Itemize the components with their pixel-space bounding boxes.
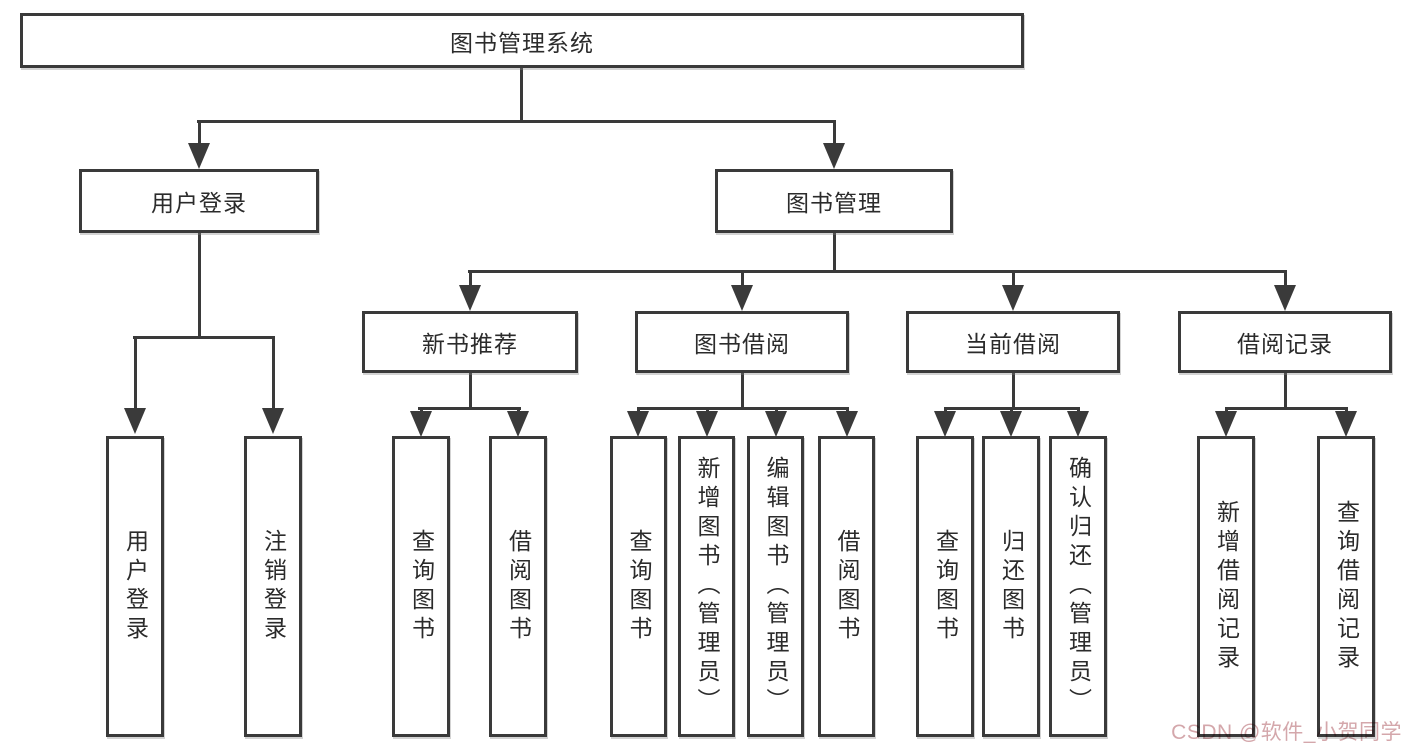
node-borrow-books-recommend: 借阅图书 [489,436,547,737]
node-label: 图书管理 [786,190,882,216]
arrow-down [1335,411,1357,437]
connector-level3-horizontal [468,270,1287,273]
node-query-borrow-record: 查询借阅记录 [1317,436,1375,737]
arrow-down [627,411,649,437]
node-user-login: 用户登录 [79,169,319,233]
arrow-down [124,408,146,434]
node-label: 归还图书 [998,528,1025,645]
arrow-down [696,411,718,437]
connector-stem [833,120,836,144]
node-borrowing-records: 借阅记录 [1178,311,1392,373]
connector-stem [1012,270,1015,287]
arrow-down [1002,285,1024,311]
connector-group-horizontal [637,407,849,410]
arrow-down [731,285,753,311]
connector-group-vertical [1012,373,1015,409]
node-library-management-system: 图书管理系统 [20,13,1024,68]
node-query-books-current: 查询图书 [916,436,974,737]
arrow-down [934,411,956,437]
node-label: 新增借阅记录 [1213,499,1240,674]
node-label: 借阅记录 [1237,331,1333,357]
arrow-down [823,143,845,169]
node-borrow-books-leaf: 借阅图书 [818,436,875,737]
connector-group-horizontal [1225,407,1348,410]
node-label: 用户登录 [122,528,149,645]
arrow-down [836,411,858,437]
connector-stem [134,336,137,410]
node-edit-books-admin: 编辑图书（管理员） [747,436,804,737]
connector-group-horizontal [418,407,521,410]
node-label: 新书推荐 [422,331,518,357]
node-label: 用户登录 [151,190,247,216]
node-label: 当前借阅 [965,331,1061,357]
node-user-login-leaf: 用户登录 [106,436,164,737]
connector-stem [1284,270,1287,287]
connector-stem [741,270,744,287]
connector-stem [272,336,275,410]
node-label: 查询借阅记录 [1333,499,1360,674]
node-book-borrowing: 图书借阅 [635,311,849,373]
node-add-books-admin: 新增图书（管理员） [678,436,735,737]
node-return-books: 归还图书 [982,436,1040,737]
connector-stem [198,120,201,144]
node-add-borrow-record: 新增借阅记录 [1197,436,1255,737]
connector-group-vertical [741,373,744,409]
node-label: 查询图书 [408,528,435,645]
node-confirm-return-admin: 确认归还（管理员） [1049,436,1107,737]
node-query-books-recommend: 查询图书 [392,436,450,737]
node-current-borrowing: 当前借阅 [906,311,1120,373]
node-label: 图书借阅 [694,331,790,357]
arrow-down [459,285,481,311]
arrow-down [262,408,284,434]
connector-root-vertical [520,68,523,123]
node-label: 新增图书（管理员） [694,456,720,717]
node-label: 借阅图书 [834,528,860,645]
node-label: 查询图书 [932,528,959,645]
arrow-down [410,411,432,437]
node-label: 查询图书 [626,528,652,645]
node-query-books-borrow: 查询图书 [610,436,667,737]
node-label: 注销登录 [260,528,287,645]
arrow-down [765,411,787,437]
connector-root-horizontal [197,120,836,123]
connector-userlogin-vertical [198,233,201,339]
node-label: 图书管理系统 [450,29,594,56]
connector-group-vertical [1284,373,1287,409]
connector-userlogin-horizontal [133,336,275,339]
arrow-down [1274,285,1296,311]
arrow-down [507,411,529,437]
node-label: 借阅图书 [505,528,532,645]
watermark: CSDN @软件_小贺同学 [1171,721,1402,744]
connector-bookmgmt-vertical [833,233,836,273]
arrow-down [1000,411,1022,437]
node-book-management: 图书管理 [715,169,953,233]
node-logout: 注销登录 [244,436,302,737]
arrow-down [1067,411,1089,437]
arrow-down [1215,411,1237,437]
node-label: 确认归还（管理员） [1065,456,1092,717]
node-label: 编辑图书（管理员） [763,456,789,717]
connector-group-vertical [469,373,472,409]
node-new-book-recommend: 新书推荐 [362,311,578,373]
connector-stem [469,270,472,287]
arrow-down [188,143,210,169]
